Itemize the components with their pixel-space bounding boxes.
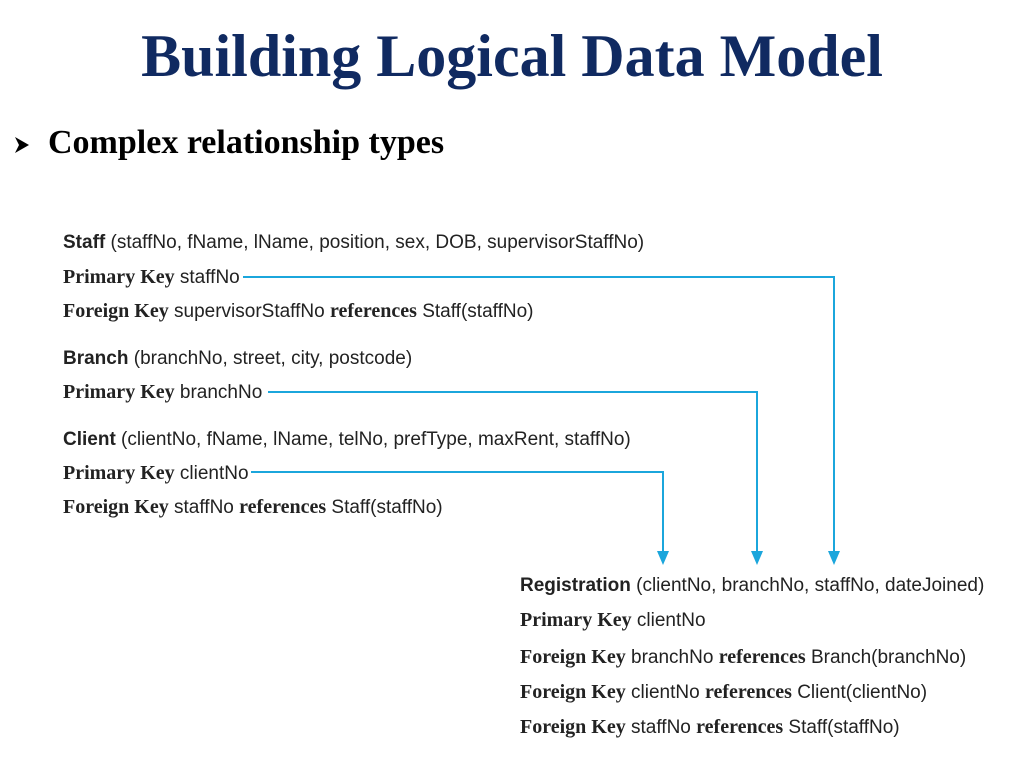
slide-title: Building Logical Data Model: [141, 23, 883, 89]
client-primary-key: Primary Key clientNo: [63, 461, 249, 486]
primary-key-value: clientNo: [631, 610, 706, 631]
references-value: Client(clientNo): [791, 682, 928, 703]
primary-key-value: clientNo: [174, 463, 249, 484]
relation-name: Staff: [63, 232, 106, 253]
foreign-key-label: Foreign Key: [520, 646, 626, 668]
foreign-key-label: Foreign Key: [63, 300, 169, 322]
primary-key-label: Primary Key: [63, 266, 175, 288]
registration-primary-key: Primary Key clientNo: [520, 608, 706, 633]
foreign-key-value: supervisorStaffNo: [168, 301, 330, 322]
relation-name: Client: [63, 429, 116, 450]
relation-name: Registration: [520, 575, 631, 596]
references-value: Staff(staffNo): [326, 497, 443, 518]
foreign-key-value: staffNo: [168, 497, 240, 518]
relation-name: Branch: [63, 348, 129, 369]
staff-primary-key: Primary Key staffNo: [63, 265, 240, 290]
foreign-key-value: clientNo: [625, 682, 705, 703]
references-label: references: [696, 716, 784, 738]
relation-attributes: (clientNo, branchNo, staffNo, dateJoined…: [630, 575, 985, 596]
primary-key-label: Primary Key: [63, 462, 175, 484]
arrowhead-bullet-icon: [15, 137, 29, 153]
client-connector-arrowhead: [657, 551, 669, 565]
foreign-key-value: staffNo: [625, 717, 697, 738]
relation-attributes: (clientNo, fName, lName, telNo, prefType…: [115, 429, 631, 450]
primary-key-label: Primary Key: [63, 381, 175, 403]
staff-foreign-key: Foreign Key supervisorStaffNo references…: [63, 299, 533, 324]
branch-relation-header: Branch (branchNo, street, city, postcode…: [63, 346, 412, 371]
registration-foreign-key-client: Foreign Key clientNo references Client(c…: [520, 680, 927, 705]
branch-connector-arrowhead: [751, 551, 763, 565]
references-value: Staff(staffNo): [783, 717, 900, 738]
foreign-key-label: Foreign Key: [520, 716, 626, 738]
bullet-item: Complex relationship types: [14, 124, 444, 162]
references-label: references: [704, 681, 792, 703]
references-value: Staff(staffNo): [416, 301, 534, 322]
references-label: references: [718, 646, 806, 668]
branch-primary-key: Primary Key branchNo: [63, 380, 262, 405]
references-value: Branch(branchNo): [805, 647, 967, 668]
relation-attributes: (staffNo, fName, lName, position, sex, D…: [105, 232, 645, 253]
client-foreign-key: Foreign Key staffNo references Staff(sta…: [63, 495, 443, 520]
registration-relation-header: Registration (clientNo, branchNo, staffN…: [520, 573, 984, 598]
primary-key-value: staffNo: [174, 267, 240, 288]
foreign-key-label: Foreign Key: [63, 496, 169, 518]
branch-connector: [268, 391, 758, 552]
primary-key-label: Primary Key: [520, 609, 632, 631]
primary-key-value: branchNo: [174, 382, 263, 403]
references-label: references: [239, 496, 327, 518]
foreign-key-label: Foreign Key: [520, 681, 626, 703]
references-label: references: [329, 300, 417, 322]
registration-foreign-key-branch: Foreign Key branchNo references Branch(b…: [520, 645, 966, 670]
bullet-text: Complex relationship types: [48, 124, 445, 161]
client-relation-header: Client (clientNo, fName, lName, telNo, p…: [63, 427, 631, 452]
relation-attributes: (branchNo, street, city, postcode): [128, 348, 413, 369]
registration-foreign-key-staff: Foreign Key staffNo references Staff(sta…: [520, 715, 900, 740]
staff-connector-arrowhead: [828, 551, 840, 565]
staff-relation-header: Staff (staffNo, fName, lName, position, …: [63, 230, 644, 255]
foreign-key-value: branchNo: [625, 647, 719, 668]
